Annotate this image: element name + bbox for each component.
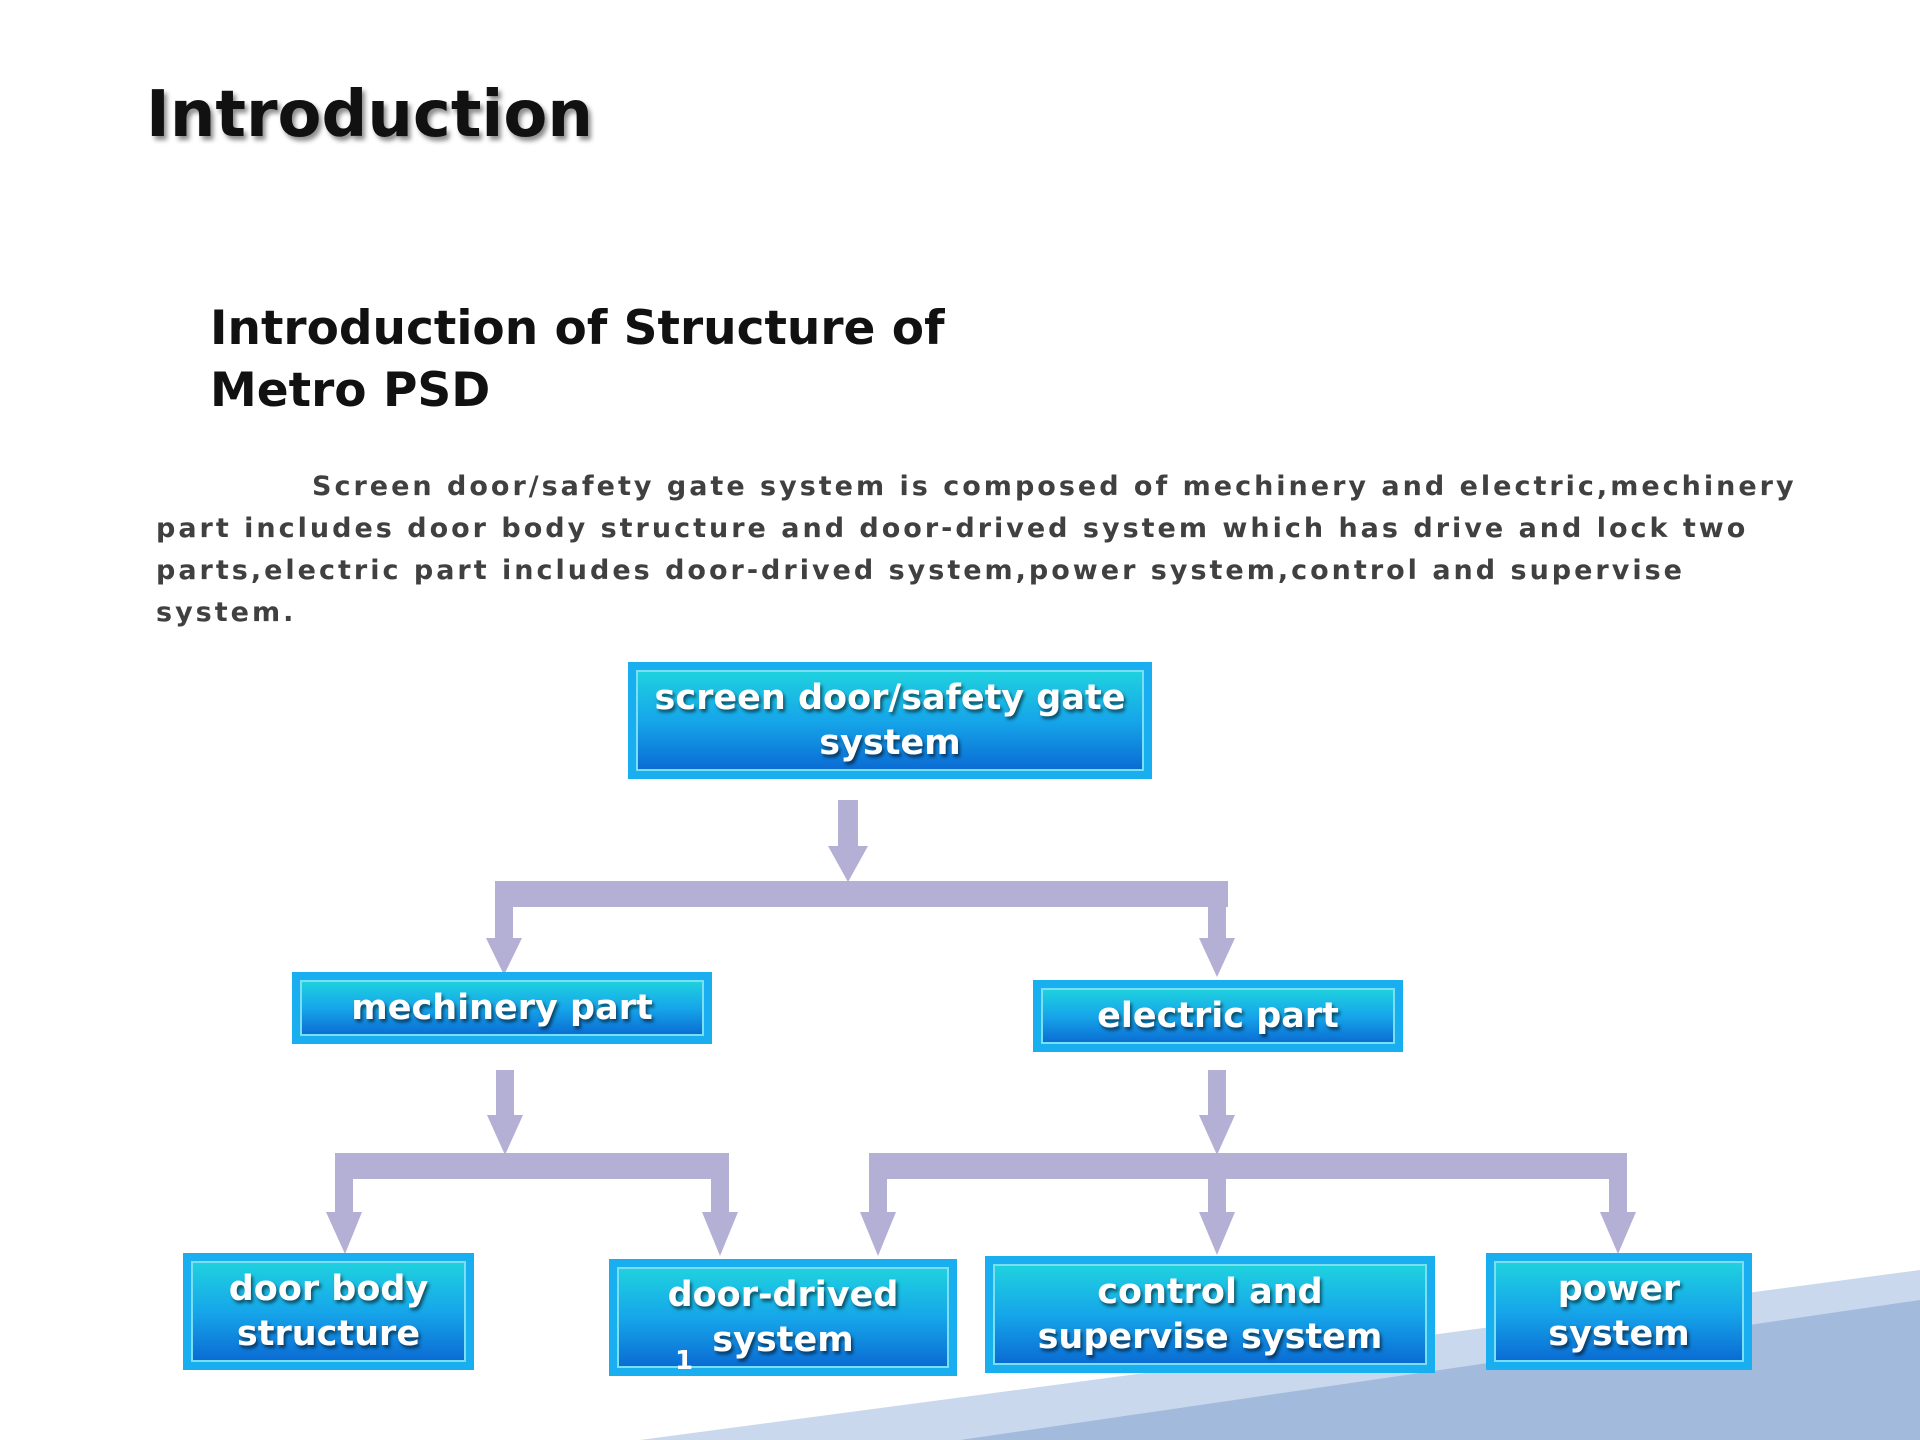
mech-bar (335, 1153, 729, 1179)
node-root-line-2: system (819, 722, 961, 763)
node-door-drived-system: door-drived system (609, 1259, 957, 1376)
node-mechinery-label: mechinery part (351, 988, 653, 1028)
mech-down-shaft (496, 1070, 514, 1120)
control-head (1199, 1212, 1235, 1255)
door-body-head (326, 1212, 362, 1254)
mech-down-head (487, 1115, 523, 1155)
power-shaft (1609, 1153, 1627, 1215)
node-door-drived-line-1: door-drived (667, 1274, 899, 1315)
node-door-body-structure: door body structure (183, 1253, 474, 1370)
elec-bar (869, 1153, 1627, 1179)
subtitle-line-2: Metro PSD (210, 363, 491, 418)
node-door-body-line-2: structure (236, 1313, 421, 1354)
node-electric-part: electric part (1033, 980, 1403, 1052)
slide-title: Introduction (146, 78, 593, 152)
door-drived-elec-head (860, 1212, 896, 1256)
level1-bar (495, 881, 1228, 907)
node-power-line-1: power (1557, 1268, 1681, 1309)
elec-down-shaft (1208, 1070, 1226, 1120)
node-screen-door-system: screen door/safety gate system (628, 662, 1152, 779)
node-electric-label: electric part (1097, 996, 1339, 1036)
mech-arrow-head (486, 938, 522, 975)
root-arrow-shaft (838, 800, 858, 848)
mech-arrow-shaft (495, 881, 513, 941)
description-paragraph: Screen door/safety gate system is compos… (156, 471, 1797, 628)
node-root-line-1: screen door/safety gate (654, 677, 1126, 718)
elec-arrow-shaft (1208, 881, 1226, 941)
page-number: 1 (675, 1346, 694, 1376)
root-arrow-head (828, 846, 868, 882)
door-body-shaft (335, 1153, 353, 1215)
subtitle-line-1: Introduction of Structure of (210, 301, 945, 356)
node-door-body-line-1: door body (228, 1268, 429, 1309)
node-mechinery-part: mechinery part (292, 972, 712, 1044)
door-drived-mech-shaft (711, 1153, 729, 1215)
door-drived-mech-head (702, 1212, 738, 1256)
node-control-supervise-system: control and supervise system (985, 1256, 1435, 1373)
elec-arrow-head (1199, 938, 1235, 977)
control-shaft (1208, 1153, 1226, 1215)
door-drived-elec-shaft (869, 1153, 887, 1215)
node-control-line-1: control and (1097, 1271, 1323, 1312)
node-power-line-2: system (1548, 1313, 1690, 1354)
elec-down-head (1199, 1115, 1235, 1155)
section-subtitle: Introduction of Structure of Metro PSD (210, 298, 970, 422)
node-power-system: power system (1486, 1253, 1752, 1370)
node-door-drived-line-2: system (712, 1319, 854, 1360)
power-head (1600, 1212, 1636, 1254)
node-control-line-2: supervise system (1037, 1316, 1383, 1357)
